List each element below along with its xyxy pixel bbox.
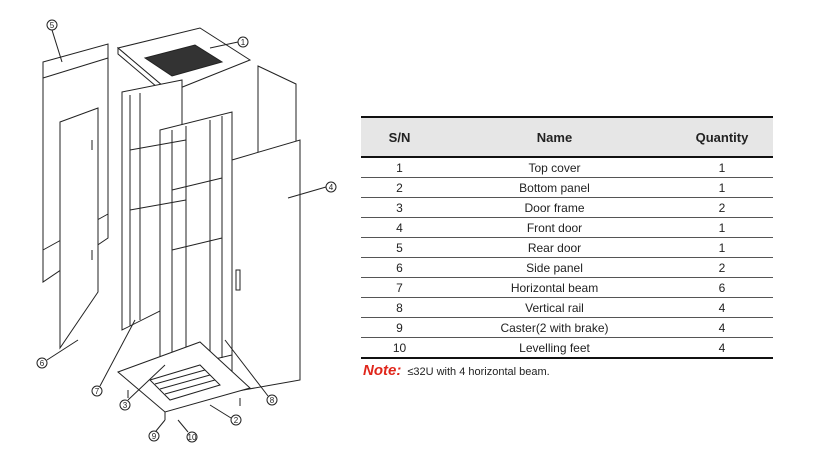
- cell-quantity: 4: [671, 317, 773, 338]
- cell-quantity: 4: [671, 297, 773, 318]
- top-cover: [116, 27, 252, 100]
- cell-sn: 1: [361, 157, 438, 178]
- svg-text:9: 9: [152, 432, 157, 441]
- svg-text:10: 10: [188, 433, 197, 442]
- cell-quantity: 6: [671, 277, 773, 298]
- front-door: [231, 139, 301, 393]
- cell-name: Horizontal beam: [438, 277, 671, 298]
- svg-text:3: 3: [123, 401, 128, 410]
- svg-text:1: 1: [241, 38, 246, 47]
- cell-sn: 2: [361, 177, 438, 198]
- cell-sn: 5: [361, 237, 438, 258]
- bottom-panel: [117, 341, 251, 420]
- exploded-cabinet-diagram: 5 1 4 6 7 3 8 2 9 10: [36, 19, 337, 443]
- cell-name: Rear door: [438, 237, 671, 258]
- cell-quantity: 1: [671, 177, 773, 198]
- cell-quantity: 2: [671, 257, 773, 278]
- cell-quantity: 1: [671, 157, 773, 178]
- cell-name: Top cover: [438, 157, 671, 178]
- cell-sn: 6: [361, 257, 438, 278]
- cell-name: Vertical rail: [438, 297, 671, 318]
- frame: [121, 79, 233, 373]
- note: Note: ≤32U with 4 horizontal beam.: [363, 362, 550, 379]
- cell-sn: 3: [361, 197, 438, 218]
- cell-sn: 4: [361, 217, 438, 238]
- cell-name: Caster(2 with brake): [438, 317, 671, 338]
- table-header: S/N Name Quantity: [361, 116, 773, 158]
- callouts: 5 1 4 6 7 3 8 2 9 10: [36, 19, 337, 443]
- cell-quantity: 2: [671, 197, 773, 218]
- cell-quantity: 1: [671, 237, 773, 258]
- cell-sn: 7: [361, 277, 438, 298]
- note-text: ≤32U with 4 horizontal beam.: [407, 366, 550, 378]
- cell-sn: 8: [361, 297, 438, 318]
- cell-sn: 10: [361, 337, 438, 359]
- svg-text:7: 7: [95, 387, 100, 396]
- svg-text:4: 4: [329, 183, 334, 192]
- cell-name: Front door: [438, 217, 671, 238]
- side-panel-left: [59, 107, 99, 350]
- cell-sn: 9: [361, 317, 438, 338]
- cell-name: Door frame: [438, 197, 671, 218]
- cell-quantity: 4: [671, 337, 773, 359]
- cell-name: Side panel: [438, 257, 671, 278]
- svg-text:8: 8: [270, 396, 275, 405]
- cell-name: Bottom panel: [438, 177, 671, 198]
- header-sn: S/N: [361, 116, 438, 158]
- cell-quantity: 1: [671, 217, 773, 238]
- cell-name: Levelling feet: [438, 337, 671, 359]
- header-name: Name: [438, 116, 671, 158]
- svg-text:2: 2: [234, 416, 239, 425]
- svg-text:5: 5: [50, 21, 55, 30]
- svg-text:6: 6: [40, 359, 45, 368]
- header-quantity: Quantity: [671, 116, 773, 158]
- note-label: Note:: [363, 362, 402, 379]
